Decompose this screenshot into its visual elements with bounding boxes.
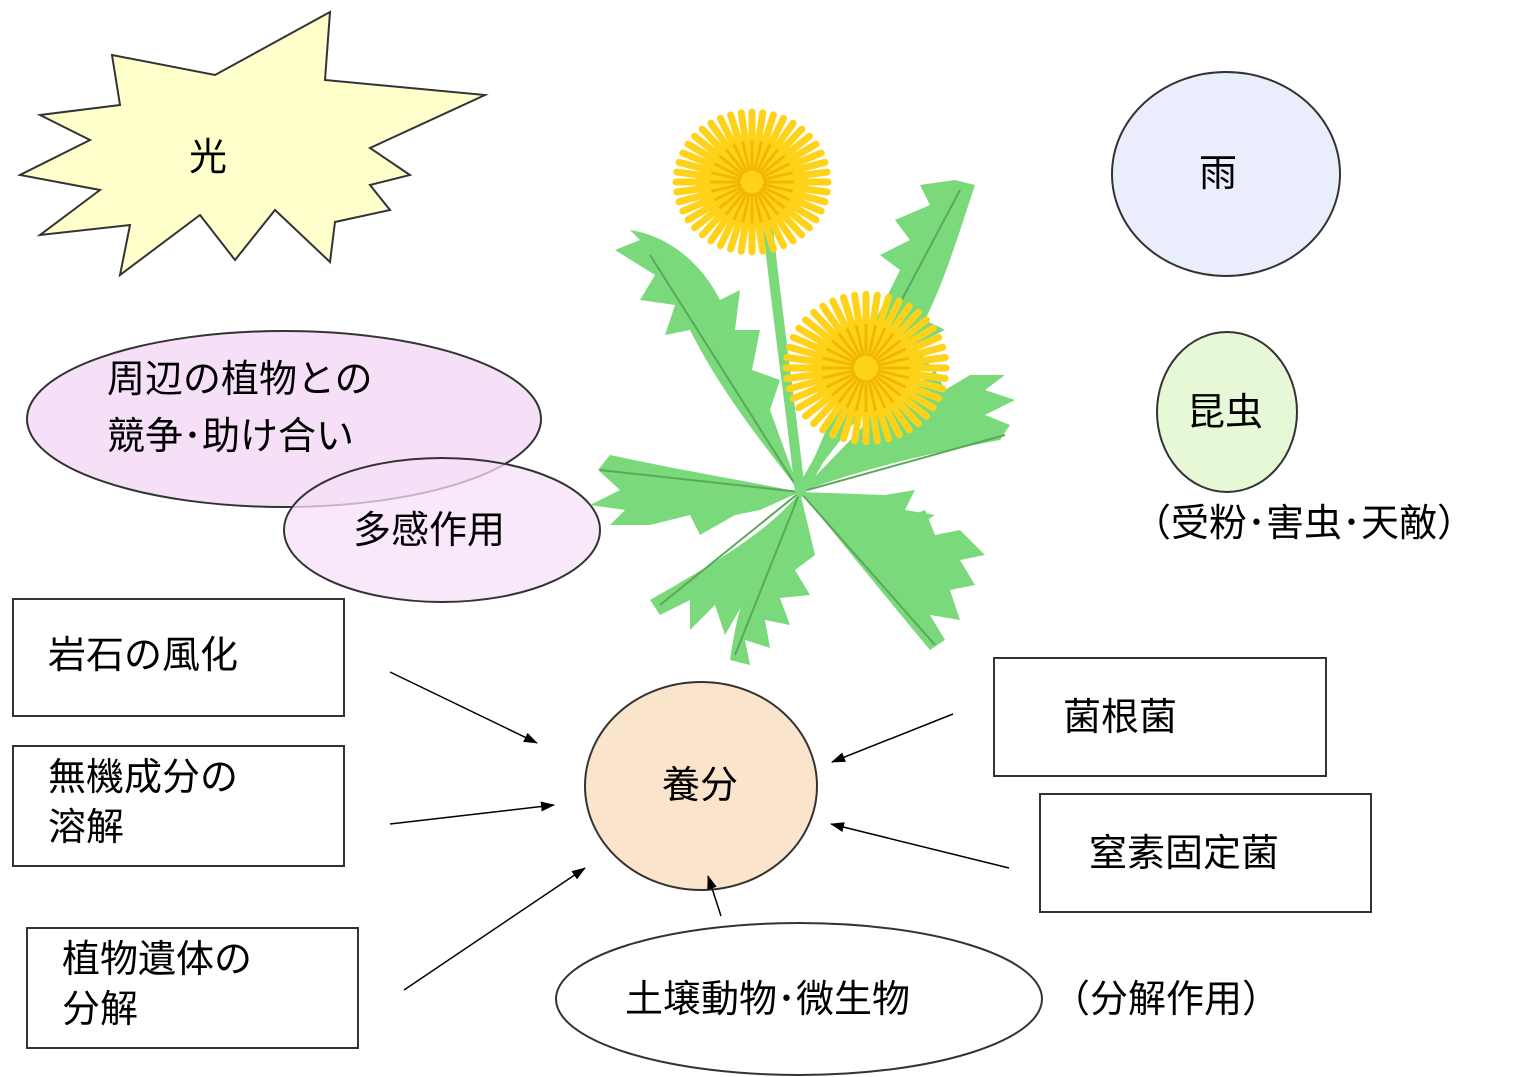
dandelion-flower — [782, 290, 950, 446]
soil-organisms-label: 土壌動物･微生物 — [625, 977, 911, 1021]
decomposition-label-line1: 植物遺体の — [62, 937, 253, 981]
weathering-box: 岩石の風化 — [12, 598, 345, 717]
insect-circle — [1156, 331, 1298, 493]
arrow-mycorrhiza — [831, 713, 954, 763]
arrow-dissolution — [389, 801, 555, 825]
rain-ellipse — [1111, 71, 1341, 277]
insect-label: 昆虫 — [1187, 390, 1264, 434]
nitrogen-fixers-label: 窒素固定菌 — [1089, 831, 1280, 875]
mycorrhiza-label: 菌根菌 — [1063, 695, 1178, 739]
dandelion-flower — [672, 108, 832, 256]
mycorrhiza-box: 菌根菌 — [993, 657, 1327, 777]
dissolution-label-line1: 無機成分の — [48, 755, 239, 799]
nutrients-label: 養分 — [662, 763, 739, 807]
soil-organisms-ellipse — [555, 922, 1043, 1076]
plants-label-line2: 競争･助け合い — [107, 414, 355, 458]
decomposition-box: 植物遺体の 分解 — [26, 927, 359, 1049]
light-starburst — [16, 10, 489, 278]
allelopathy-ellipse — [283, 457, 601, 603]
arrow-weathering — [389, 671, 538, 744]
allelopathy-label: 多感作用 — [353, 508, 506, 552]
dissolution-label-line2: 溶解 — [48, 805, 125, 849]
nitrogen-fixers-box: 窒素固定菌 — [1039, 793, 1372, 913]
light-label: 光 — [189, 135, 228, 179]
arrow-nitrogen-fixers — [830, 822, 1010, 869]
nutrients-circle — [584, 681, 818, 891]
weathering-label: 岩石の風化 — [48, 633, 239, 677]
plants-label-line1: 周辺の植物との — [107, 357, 373, 401]
arrow-decomposition — [403, 867, 586, 991]
arrow-soil-organisms — [707, 875, 722, 917]
decomposition-label-line2: 分解 — [62, 987, 139, 1031]
insect-note: （受粉･害虫･天敵） — [1133, 501, 1476, 545]
decomposition-note: （分解作用） — [1052, 977, 1281, 1021]
rain-label: 雨 — [1199, 151, 1238, 195]
dandelion-plant — [590, 108, 1015, 665]
dissolution-box: 無機成分の 溶解 — [12, 745, 345, 867]
